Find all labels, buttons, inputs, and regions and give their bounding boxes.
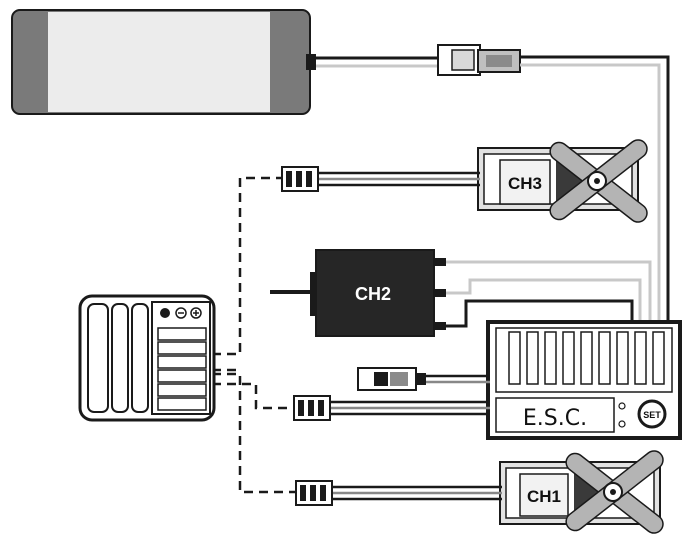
servo-horn-icon — [549, 139, 648, 223]
motor-wires — [446, 260, 652, 328]
servo-horn-icon — [565, 450, 664, 534]
motor-icon: CH2 — [270, 249, 446, 337]
battery-lead — [316, 56, 440, 68]
receiver-icon — [78, 294, 216, 422]
ch2-plug-icon — [293, 395, 331, 421]
power-connector-icon — [437, 44, 521, 76]
esc-power-wires — [520, 55, 670, 322]
esc-icon: E.S.C. SET — [486, 320, 682, 440]
motor-ch2-label: CH2 — [355, 284, 391, 304]
battery-pack-icon — [11, 9, 316, 115]
ch3-plug-icon — [281, 166, 319, 192]
set-button-label: SET — [643, 410, 661, 420]
esc-label: E.S.C. — [523, 406, 587, 431]
servo-ch3-label: CH3 — [508, 174, 542, 193]
servo-ch1: CH1 — [499, 450, 664, 534]
set-button-icon: SET — [637, 399, 667, 429]
ch1-plug-icon — [295, 480, 333, 506]
esc-receiver-wires — [330, 400, 490, 416]
servo-ch1-label: CH1 — [527, 487, 561, 506]
servo-ch3: CH3 — [477, 139, 648, 223]
servo-ch3-wires — [318, 171, 480, 187]
receiver-ports — [157, 327, 207, 397]
switch-icon — [357, 367, 426, 391]
switch-wires — [426, 374, 490, 384]
dashed-connection-lines — [212, 176, 296, 494]
servo-ch1-wires — [332, 485, 502, 501]
esc-heatsink-fins — [508, 331, 665, 385]
